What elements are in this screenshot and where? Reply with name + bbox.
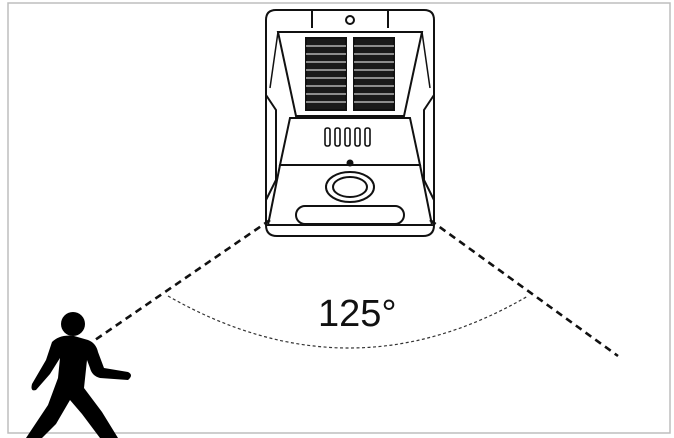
walking-person-icon [26, 312, 131, 438]
solar-cell-left [305, 37, 347, 111]
detection-range-lines [94, 218, 619, 358]
solar-cell-right [353, 37, 395, 111]
range-line-left [94, 218, 271, 342]
angle-arc [167, 295, 529, 349]
right-wing [423, 94, 435, 201]
solar-light-device [265, 9, 435, 237]
lower-housing [266, 164, 434, 226]
device-top-tab [311, 10, 389, 28]
pir-sensor-lens [332, 176, 368, 198]
vent-slots [324, 127, 371, 147]
solar-cell-lines [306, 45, 394, 103]
panel-edge-lines [269, 31, 431, 89]
left-wing [265, 94, 277, 201]
mount-hole [345, 15, 355, 25]
border-frame [7, 2, 671, 434]
led-light-bar [295, 205, 405, 225]
angle-label: 125° [318, 293, 397, 335]
range-line-right [429, 218, 619, 358]
pir-sensor-outer [325, 171, 375, 203]
solar-panel-frame [276, 31, 424, 117]
